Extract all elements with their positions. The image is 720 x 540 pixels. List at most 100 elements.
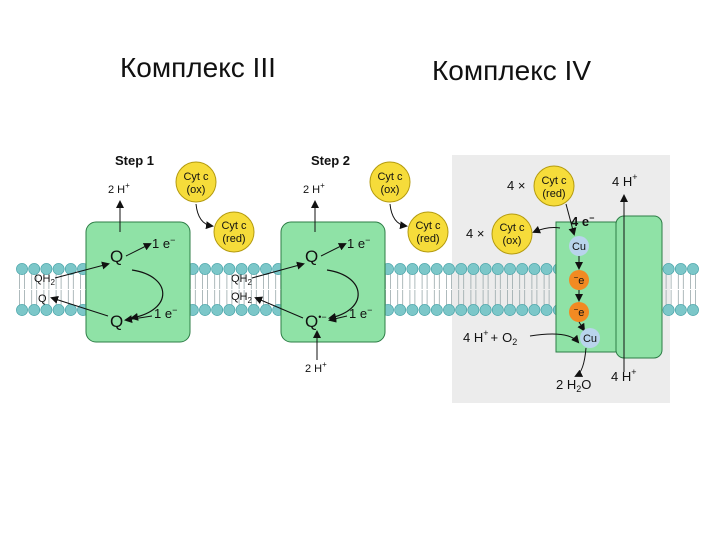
step2-q-bottom: Q•−	[305, 312, 327, 331]
lipid-head	[16, 263, 28, 275]
lipid-head	[247, 304, 260, 316]
lipid-head	[211, 263, 224, 275]
lipid-head	[260, 304, 272, 316]
c4-water: 2 H2O	[556, 377, 591, 394]
lipid-head	[504, 263, 516, 275]
step1-electron-top: 1 e−	[152, 235, 175, 251]
lipid-head	[223, 263, 236, 275]
lipid-head	[687, 263, 699, 275]
svg-text:(red): (red)	[542, 188, 565, 200]
cu-b-center: Cu	[580, 328, 600, 348]
lipid-head	[491, 263, 504, 275]
svg-text:(red): (red)	[416, 233, 439, 245]
step2-electron-top: 1 e−	[347, 235, 370, 251]
heme-electron-2: −e	[569, 302, 589, 322]
svg-text:(ox): (ox)	[381, 184, 400, 196]
svg-text:(red): (red)	[222, 233, 245, 245]
step1-q-top: Q	[110, 247, 123, 266]
step2-cyt-c-ox: Cyt c (ox)	[369, 161, 411, 203]
lipid-head	[16, 304, 28, 316]
step1-cyt-c-red: Cyt c (red)	[213, 211, 255, 253]
lipid-head	[40, 304, 53, 316]
complex-3-step1-block	[85, 221, 191, 343]
step1-q-out-arrow	[50, 296, 109, 317]
c4-cyt-return-arrow	[532, 225, 561, 234]
step2-cyt-arrow	[389, 203, 408, 230]
lipid-head	[467, 304, 480, 316]
lipid-head	[235, 263, 248, 275]
lipid-head	[52, 263, 65, 275]
step1-protons-out: 2 H+	[108, 181, 130, 196]
lipid-head	[674, 263, 687, 275]
lipid-head	[479, 304, 492, 316]
lipid-head	[211, 304, 224, 316]
svg-text:(ox): (ox)	[503, 235, 522, 247]
step2-q-cycle-arrow	[326, 269, 359, 321]
lipid-head	[28, 263, 41, 275]
lipid-head	[687, 304, 699, 316]
step1-qh2-arrow	[54, 261, 110, 279]
step2-qh2-out: QH2	[231, 291, 253, 305]
step2-e-arrow-top	[320, 243, 347, 257]
lipid-head	[430, 304, 443, 316]
lipid-head	[235, 304, 248, 316]
svg-text:Cyt c: Cyt c	[499, 222, 525, 234]
lipid-head	[52, 304, 65, 316]
lipid-head	[491, 304, 504, 316]
lipid-head	[467, 263, 480, 275]
c4-heme-to-cu-arrow	[577, 321, 586, 332]
complex-4-title: Комплекс IV	[432, 55, 592, 86]
lipid-head	[64, 263, 77, 275]
svg-text:Cyt c: Cyt c	[377, 171, 403, 183]
step1-cyt-c-ox: Cyt c (ox)	[175, 161, 217, 203]
c4-protons-in: 4 H++O2	[463, 328, 517, 347]
lipid-head	[223, 304, 236, 316]
c4-electrons: 4 e−	[571, 213, 594, 229]
svg-text:(ox): (ox)	[187, 184, 206, 196]
step1-e-arrow-top	[125, 243, 152, 257]
lipid-head	[394, 263, 407, 275]
cu-a-center: Cu	[569, 236, 589, 256]
step1-label: Step 1	[115, 153, 154, 168]
lipid-head	[418, 304, 431, 316]
lipid-head	[28, 304, 41, 316]
lipid-head	[674, 304, 687, 316]
step2-cyt-c-red: Cyt c (red)	[407, 211, 449, 253]
svg-text:−e: −e	[574, 305, 585, 319]
lipid-head	[479, 263, 492, 275]
lipid-head	[64, 304, 77, 316]
step1-q-cycle-arrow	[130, 269, 164, 321]
lipid-head	[516, 304, 529, 316]
c4-cyt-red-count: 4 ×	[507, 178, 525, 193]
complex-3-step2-block	[280, 221, 386, 343]
step1-cyt-arrow	[195, 203, 214, 230]
step2-q-top: Q	[305, 247, 318, 266]
lipid-head	[443, 263, 455, 275]
c4-cyt-ox-count: 4 ×	[466, 226, 484, 241]
svg-text:Cyt c: Cyt c	[415, 220, 441, 232]
lipid-head	[662, 304, 675, 316]
lipid-head	[406, 304, 419, 316]
lipid-head	[662, 263, 675, 275]
lipid-head	[504, 304, 516, 316]
c4-protons-out: 4 H+	[612, 172, 638, 189]
step1-q-out: Q	[38, 293, 47, 305]
c4-water-arrow	[574, 347, 587, 377]
step2-protons-out: 2 H+	[303, 181, 325, 196]
complex-3-title: Комплекс III	[120, 52, 276, 83]
lipid-head	[455, 263, 468, 275]
lipid-head	[406, 263, 419, 275]
svg-text:Cyt c: Cyt c	[183, 171, 209, 183]
heme-electron-1: −e	[569, 270, 589, 290]
lipid-head	[528, 304, 541, 316]
step1-qh2-in: QH2	[34, 273, 56, 287]
svg-text:Cyt c: Cyt c	[221, 220, 247, 232]
c4-electron-arrow	[565, 203, 577, 236]
lipid-head	[394, 304, 407, 316]
lipid-head	[199, 304, 211, 316]
lipid-head	[455, 304, 468, 316]
lipid-head	[40, 263, 53, 275]
complex-4-block-right	[615, 215, 663, 359]
step2-electron-bottom: 1 e−	[349, 305, 372, 321]
lipid-head	[418, 263, 431, 275]
